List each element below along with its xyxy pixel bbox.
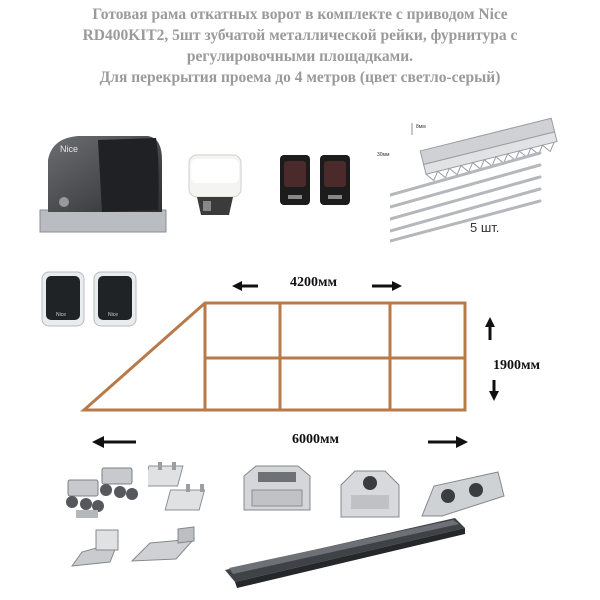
title-line-3: регулировочными площадками.: [186, 48, 414, 65]
remote-right-image: Nice: [93, 271, 137, 327]
end-bracket-image: [243, 465, 311, 511]
rack-thickness-label: 8мм: [416, 124, 426, 130]
total-length-label: 6000мм: [292, 432, 340, 447]
title-line-2: RD400KIT2, 5шт зубчатой металлической ре…: [82, 27, 518, 44]
top-width-label: 4200мм: [290, 275, 338, 290]
height-label: 1900мм: [493, 358, 541, 373]
remote-left-brand: Nice: [56, 312, 66, 318]
upper-roller-guide-image: [340, 470, 400, 518]
rack-count: 5 шт.: [470, 220, 500, 235]
photocell-left-image: [280, 155, 310, 205]
page-title: Готовая рама откатных ворот в комплекте …: [0, 4, 600, 88]
length-arrow-left: [92, 436, 104, 448]
top-arrow-left: [232, 281, 242, 291]
mounting-plate-image: [130, 526, 196, 562]
guide-rail-image: [225, 518, 465, 588]
gate-frame-diagram: [80, 281, 499, 412]
motor-brand-label: Nice: [60, 144, 78, 154]
catcher-image: [421, 471, 505, 517]
lower-catcher-image: [70, 529, 119, 567]
remote-left-image: Nice: [41, 271, 85, 327]
title-line-1: Готовая рама откатных ворот в комплекте …: [92, 6, 508, 23]
gate-frame: [80, 301, 467, 412]
length-arrow-right: [456, 436, 468, 448]
height-arrow-up: [485, 317, 495, 327]
length-arrows: [92, 436, 468, 448]
gate-motor-image: Nice: [39, 136, 167, 233]
title-line-4: Для перекрытия проема до 4 метров (цвет …: [99, 69, 501, 86]
photocell-right-image: [320, 155, 350, 205]
gear-rack-image: [390, 117, 558, 243]
rack-height-label: 30мм: [377, 152, 390, 158]
remote-right-brand: Nice: [108, 312, 118, 318]
adjusting-plates-image: [148, 462, 206, 511]
height-arrow-down: [489, 391, 499, 401]
signal-lamp-image: [188, 154, 242, 215]
top-arrow-right: [392, 281, 402, 291]
roller-carriages-image: [66, 467, 138, 518]
